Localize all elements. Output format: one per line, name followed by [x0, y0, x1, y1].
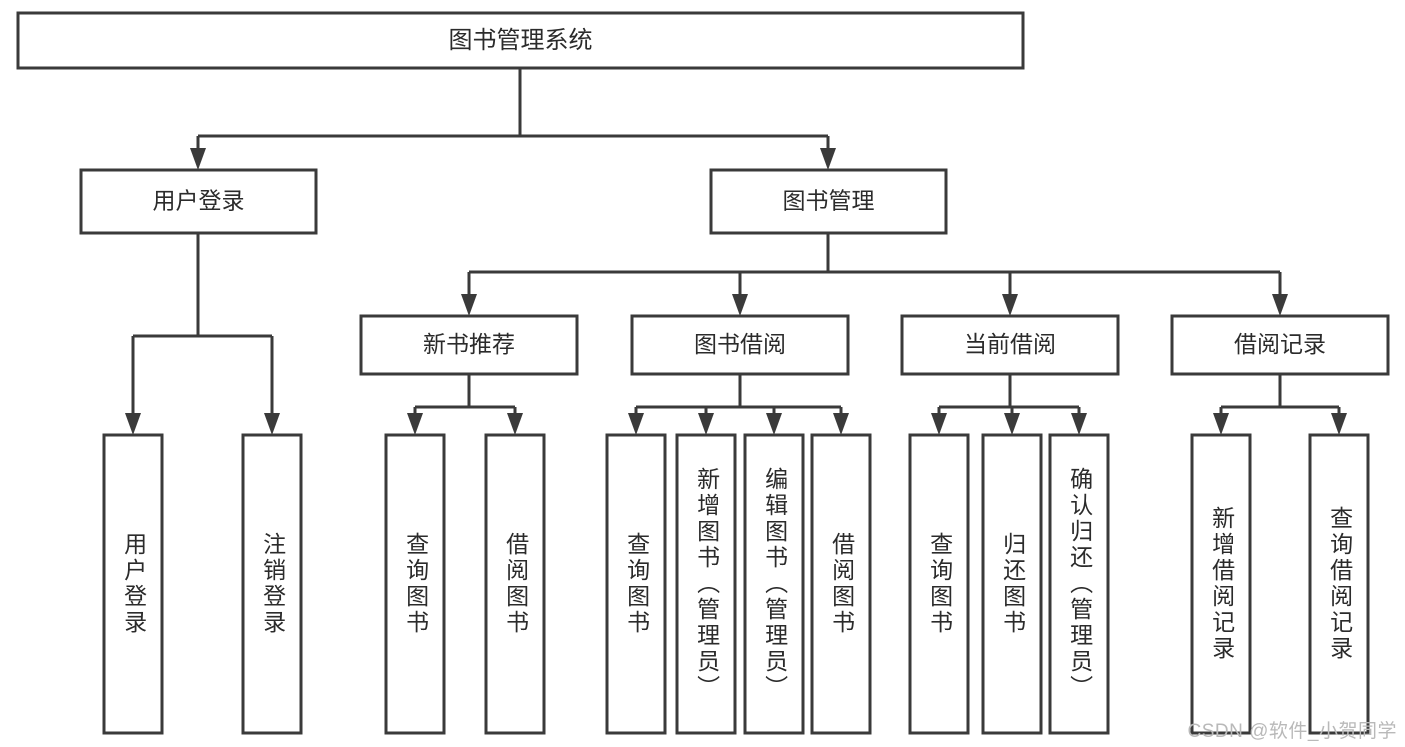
arrow-head-icon: [833, 413, 849, 435]
arrow-head-icon: [698, 413, 714, 435]
arrow-head-icon: [461, 294, 477, 316]
root-node-label: 图书管理系统: [449, 27, 593, 54]
arrow-head-icon: [732, 294, 748, 316]
level2-node-1-label: 图书管理: [783, 188, 875, 214]
arrow-head-icon: [628, 413, 644, 435]
connector-borrow-to-leaves: [628, 374, 849, 435]
leaf-node-3-box[interactable]: [484, 433, 546, 735]
arrow-head-icon: [766, 413, 782, 435]
arrow-head-icon: [407, 413, 423, 435]
arrow-head-icon: [820, 148, 836, 170]
connectors-layer: [125, 68, 1347, 435]
connector-current-to-leaves: [931, 374, 1087, 435]
watermark-text: CSDN @软件_小贺同学: [1187, 721, 1397, 742]
arrow-head-icon: [1002, 294, 1018, 316]
connector-root-to-level2: [190, 68, 836, 170]
level2-node-0-label: 用户登录: [153, 188, 245, 214]
arrow-head-icon: [190, 148, 206, 170]
connector-records-to-leaves: [1213, 374, 1347, 435]
boxes-layer: [16, 11, 1390, 735]
leaf-node-1-box[interactable]: [241, 433, 303, 735]
root-node-box[interactable]: [16, 11, 1025, 70]
leaf-node-12-box[interactable]: [1308, 433, 1370, 735]
level3-node-3-label: 借阅记录: [1234, 331, 1326, 357]
level3-node-3-box[interactable]: [1170, 314, 1390, 376]
connector-new-book-to-leaves: [407, 374, 523, 435]
leaf-node-4-box[interactable]: [605, 433, 667, 735]
leaf-node-9-box[interactable]: [981, 433, 1043, 735]
leaf-node-0-box[interactable]: [102, 433, 164, 735]
arrow-head-icon: [1272, 294, 1288, 316]
level3-node-2-box[interactable]: [900, 314, 1120, 376]
leaf-node-10-box[interactable]: [1048, 433, 1110, 735]
arrow-head-icon: [125, 413, 141, 435]
arrow-head-icon: [507, 413, 523, 435]
leaf-node-8-box[interactable]: [908, 433, 970, 735]
leaf-node-6-box[interactable]: [743, 433, 805, 735]
leaf-node-2-box[interactable]: [384, 433, 446, 735]
level3-node-1-box[interactable]: [630, 314, 850, 376]
level2-node-0-box[interactable]: [79, 168, 318, 235]
level3-node-1-label: 图书借阅: [694, 331, 786, 357]
arrow-head-icon: [1004, 413, 1020, 435]
arrow-head-icon: [931, 413, 947, 435]
level3-node-2-label: 当前借阅: [964, 331, 1056, 357]
connector-user-login-to-leaves: [125, 233, 280, 435]
level2-node-1-box[interactable]: [709, 168, 948, 235]
leaf-node-7-box[interactable]: [810, 433, 872, 735]
level3-node-0-label: 新书推荐: [423, 331, 515, 357]
connector-book-mgmt-to-level3: [461, 233, 1288, 316]
arrow-head-icon: [264, 413, 280, 435]
level3-node-0-box[interactable]: [359, 314, 579, 376]
leaf-node-5-box[interactable]: [675, 433, 737, 735]
arrow-head-icon: [1213, 413, 1229, 435]
leaf-node-11-box[interactable]: [1190, 433, 1252, 735]
arrow-head-icon: [1071, 413, 1087, 435]
arrow-head-icon: [1331, 413, 1347, 435]
